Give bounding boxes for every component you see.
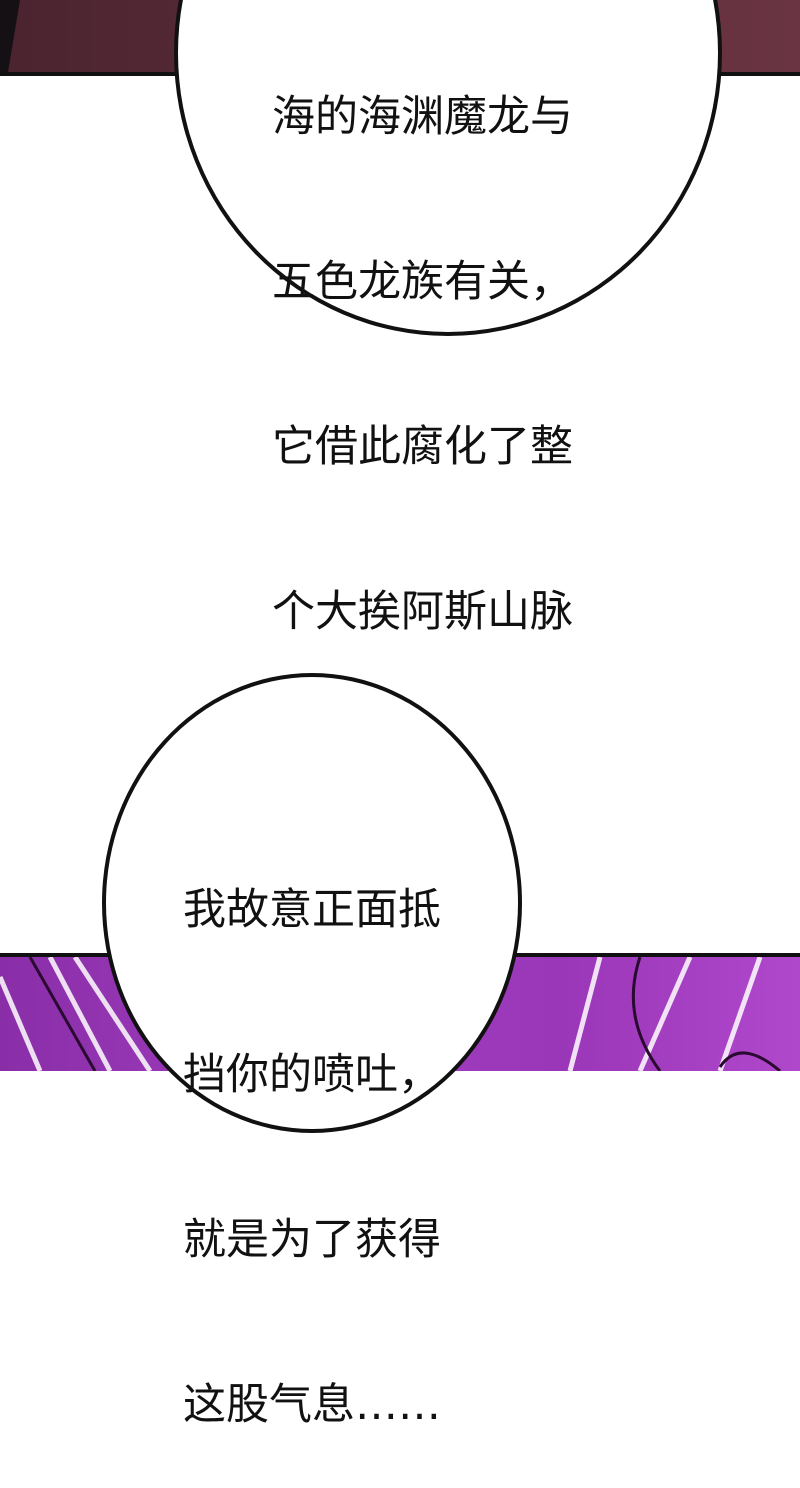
speech-line: 我故意正面抵 bbox=[183, 885, 441, 935]
speech-text-bottom: 我故意正面抵 挡你的喷吐， 就是为了获得 这股气息…… bbox=[183, 773, 441, 1488]
speech-line: 五色龙族有关， bbox=[272, 257, 573, 307]
speech-bubble-bottom bbox=[102, 673, 522, 1133]
dark-shape bbox=[0, 0, 20, 72]
speech-line: 挡你的喷吐， bbox=[183, 1050, 441, 1100]
speed-lines bbox=[0, 955, 781, 1073]
speech-line: 这股气息…… bbox=[183, 1380, 441, 1430]
speech-line: 就是为了获得 bbox=[183, 1215, 441, 1265]
speech-text-top: 海的海渊魔龙与 五色龙族有关， 它借此腐化了整 个大挨阿斯山脉 的黑森林。 bbox=[272, 0, 573, 860]
speech-line: 个大挨阿斯山脉 bbox=[272, 587, 573, 637]
speech-line: 它借此腐化了整 bbox=[272, 422, 573, 472]
speech-line: 海的海渊魔龙与 bbox=[272, 92, 573, 142]
